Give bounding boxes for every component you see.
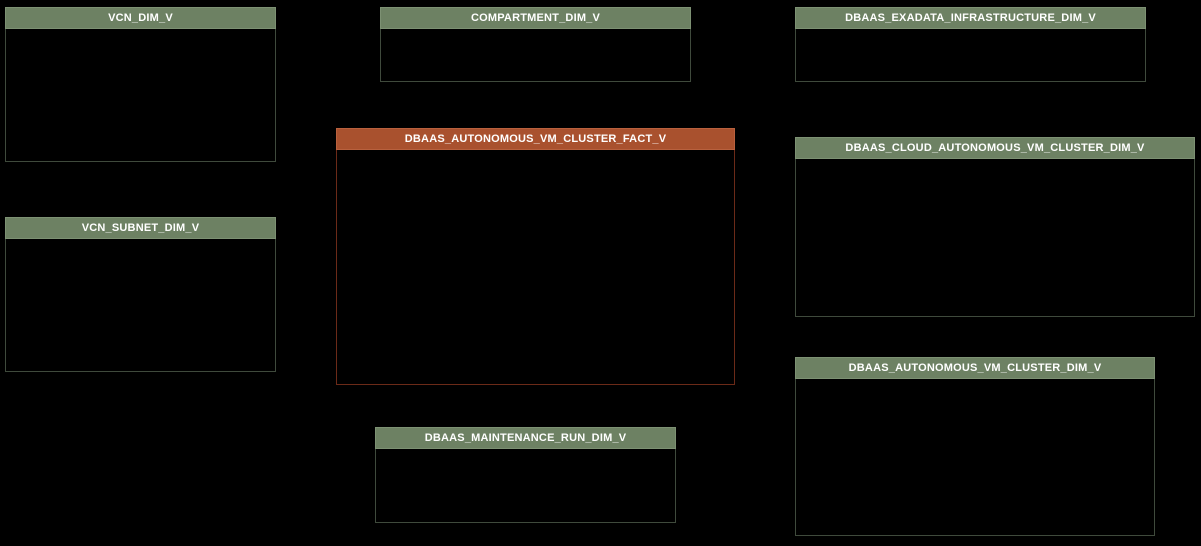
- table-header-dbaas-autonomous-vm-cluster-fact-v: DBAAS_AUTONOMOUS_VM_CLUSTER_FACT_V: [336, 128, 735, 150]
- table-body-dbaas-maintenance-run-dim-v: [375, 449, 676, 523]
- table-node-dbaas-autonomous-vm-cluster-fact-v[interactable]: DBAAS_AUTONOMOUS_VM_CLUSTER_FACT_V: [336, 128, 735, 385]
- table-header-dbaas-maintenance-run-dim-v: DBAAS_MAINTENANCE_RUN_DIM_V: [375, 427, 676, 449]
- table-header-compartment-dim-v: COMPARTMENT_DIM_V: [380, 7, 691, 29]
- table-header-dbaas-cloud-autonomous-vm-cluster-dim-v: DBAAS_CLOUD_AUTONOMOUS_VM_CLUSTER_DIM_V: [795, 137, 1195, 159]
- table-body-dbaas-autonomous-vm-cluster-fact-v: [336, 150, 735, 385]
- table-node-dbaas-maintenance-run-dim-v[interactable]: DBAAS_MAINTENANCE_RUN_DIM_V: [375, 427, 676, 523]
- table-node-dbaas-cloud-autonomous-vm-cluster-dim-v[interactable]: DBAAS_CLOUD_AUTONOMOUS_VM_CLUSTER_DIM_V: [795, 137, 1195, 317]
- table-body-compartment-dim-v: [380, 29, 691, 82]
- table-body-dbaas-cloud-autonomous-vm-cluster-dim-v: [795, 159, 1195, 317]
- table-body-dbaas-exadata-infrastructure-dim-v: [795, 29, 1146, 82]
- table-body-vcn-dim-v: [5, 29, 276, 162]
- table-body-dbaas-autonomous-vm-cluster-dim-v: [795, 379, 1155, 536]
- table-body-vcn-subnet-dim-v: [5, 239, 276, 372]
- table-node-dbaas-exadata-infrastructure-dim-v[interactable]: DBAAS_EXADATA_INFRASTRUCTURE_DIM_V: [795, 7, 1146, 82]
- table-header-dbaas-exadata-infrastructure-dim-v: DBAAS_EXADATA_INFRASTRUCTURE_DIM_V: [795, 7, 1146, 29]
- table-header-dbaas-autonomous-vm-cluster-dim-v: DBAAS_AUTONOMOUS_VM_CLUSTER_DIM_V: [795, 357, 1155, 379]
- table-node-compartment-dim-v[interactable]: COMPARTMENT_DIM_V: [380, 7, 691, 82]
- table-node-dbaas-autonomous-vm-cluster-dim-v[interactable]: DBAAS_AUTONOMOUS_VM_CLUSTER_DIM_V: [795, 357, 1155, 536]
- table-header-vcn-dim-v: VCN_DIM_V: [5, 7, 276, 29]
- table-header-vcn-subnet-dim-v: VCN_SUBNET_DIM_V: [5, 217, 276, 239]
- table-node-vcn-subnet-dim-v[interactable]: VCN_SUBNET_DIM_V: [5, 217, 276, 372]
- table-node-vcn-dim-v[interactable]: VCN_DIM_V: [5, 7, 276, 162]
